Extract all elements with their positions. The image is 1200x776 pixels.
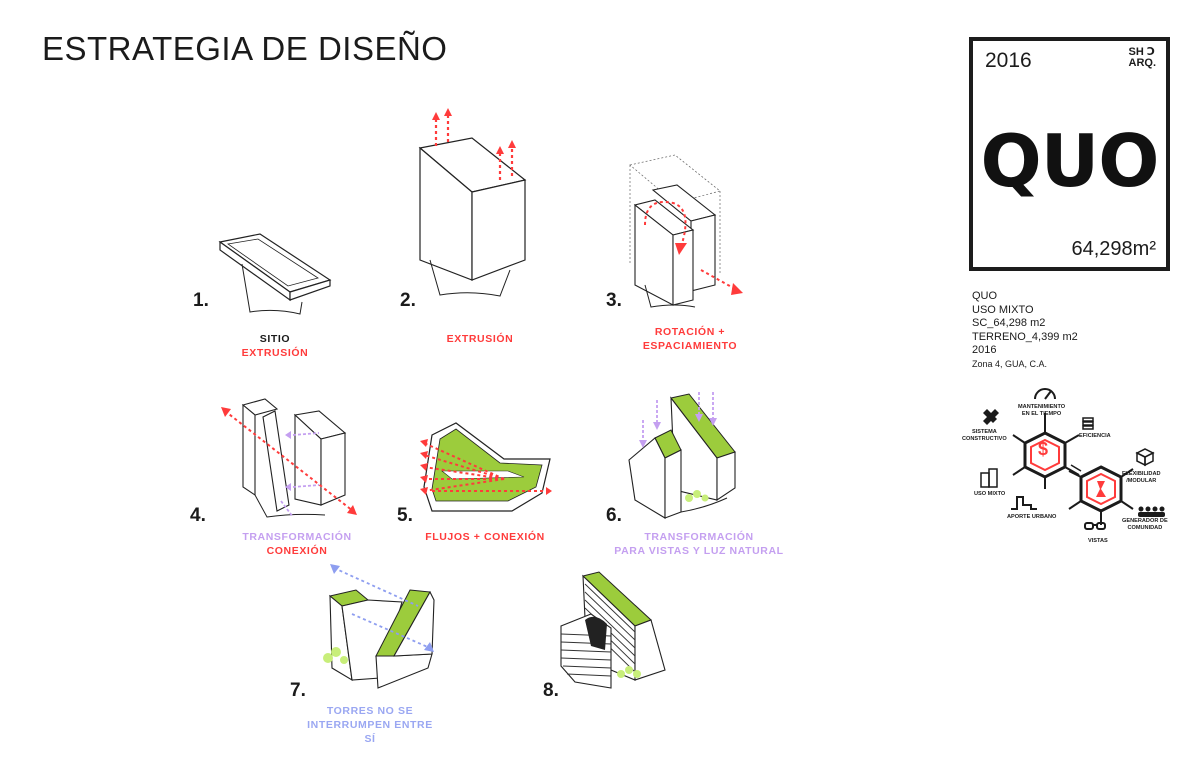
- step-number: 5.: [397, 505, 413, 526]
- stack-icon: [1082, 417, 1094, 430]
- diagram-step-8: [560, 571, 666, 689]
- label-mantenimiento: MANTENIMIENTO EN EL TIEMPO: [1018, 404, 1066, 417]
- step-number: 1.: [193, 290, 209, 311]
- hexagon-1: [1012, 413, 1080, 489]
- strategy-icon-diagram: [980, 388, 1165, 530]
- gauge-icon: [1034, 388, 1056, 400]
- caption-line: TRANSFORMACIÓN: [644, 531, 754, 543]
- caption-line: ROTACIÓN +: [654, 326, 726, 338]
- step-caption: ROTACIÓN + ESPACIAMIENTO: [630, 325, 750, 353]
- caption-line: EXTRUSIÓN: [446, 333, 514, 345]
- step-number: 3.: [606, 290, 622, 311]
- diagram-step-4: [221, 398, 357, 518]
- diagram-step-1: [218, 233, 332, 315]
- step-caption: SITIO EXTRUSIÓN: [220, 332, 330, 360]
- step-number: 7.: [290, 680, 306, 701]
- step-caption: TRANSFORMACIÓN CONEXIÓN: [232, 530, 362, 558]
- project-card: 2016 SH Ↄ ARQ. QUO 64,298m²: [969, 37, 1170, 271]
- step-caption: EXTRUSIÓN: [430, 332, 530, 346]
- glasses-icon: [1084, 522, 1106, 530]
- step-caption: TRANSFORMACIÓN PARA VISTAS Y LUZ NATURAL: [604, 530, 794, 558]
- caption-line: CONEXIÓN: [266, 545, 328, 557]
- label-vistas: VISTAS: [1088, 538, 1108, 544]
- card-year: 2016: [985, 49, 1032, 72]
- info-line: TERRENO_4,399 m2: [972, 330, 1078, 343]
- caption-line: EXTRUSIÓN: [241, 347, 309, 359]
- project-area: 64,298m²: [1071, 238, 1157, 260]
- caption-line: SITIO: [259, 333, 291, 345]
- step-caption: TORRES NO SE INTERRUMPEN ENTRE SÍ: [300, 704, 440, 746]
- label-aporte: APORTE URBANO: [1007, 514, 1057, 520]
- hexagon-2: [1068, 465, 1134, 525]
- diagram-step-7: [323, 564, 435, 689]
- diagram-step-6: [628, 392, 736, 519]
- info-line: QUO: [972, 290, 998, 302]
- community-icon: [1138, 506, 1165, 517]
- logo-line: SH Ↄ: [1128, 46, 1155, 58]
- label-uso-mixto: USO MIXTO: [974, 491, 1006, 497]
- page-title: ESTRATEGIA DE DISEÑO: [42, 30, 448, 67]
- cubes-icon: [1135, 448, 1155, 467]
- step-number: 2.: [400, 290, 416, 311]
- info-line: SC_64,298 m2: [972, 317, 1046, 329]
- caption-line: PARA VISTAS Y LUZ NATURAL: [614, 545, 784, 557]
- caption-line: TORRES NO SE: [326, 705, 414, 717]
- wrench-icon: [983, 409, 999, 425]
- label-sistema: SISTEMA CONSTRUCTIVO: [962, 429, 1007, 442]
- logo-line: ARQ.: [1128, 57, 1157, 69]
- project-info: QUO USO MIXTO SC_64,298 m2 TERRENO_4,399…: [972, 290, 1078, 371]
- step-caption: FLUJOS + CONEXIÓN: [420, 530, 550, 544]
- skyline-icon: [1011, 496, 1037, 510]
- label-eficiencia: EFICIENCIA: [1079, 433, 1111, 439]
- step-number: 6.: [606, 505, 622, 526]
- info-line: USO MIXTO: [972, 303, 1034, 316]
- step-number: 4.: [190, 505, 206, 526]
- diagram-step-2: [418, 108, 527, 297]
- caption-line: FLUJOS + CONEXIÓN: [425, 531, 545, 543]
- diagram-step-3: [629, 154, 743, 308]
- info-line: 2016: [972, 344, 997, 356]
- caption-line: ESPACIAMIENTO: [642, 340, 738, 352]
- studio-logo: SH Ↄ ARQ.: [1129, 47, 1157, 69]
- project-name: QUO: [980, 119, 1160, 203]
- step-number: 8.: [543, 680, 559, 701]
- caption-line: TRANSFORMACIÓN: [242, 531, 352, 543]
- label-generador: GENERADOR DE COMUNIDAD: [1122, 518, 1168, 531]
- icon-label-hex-symbol: $: [1038, 439, 1049, 459]
- buildings-icon: [980, 468, 998, 488]
- diagram-step-5: [420, 422, 552, 512]
- caption-line: INTERRUMPEN ENTRE SÍ: [307, 719, 433, 745]
- info-line: Zona 4, GUA, C.A.: [972, 358, 1048, 369]
- label-flexibilidad: FLEXIBILIDAD /MODULAR: [1122, 471, 1161, 484]
